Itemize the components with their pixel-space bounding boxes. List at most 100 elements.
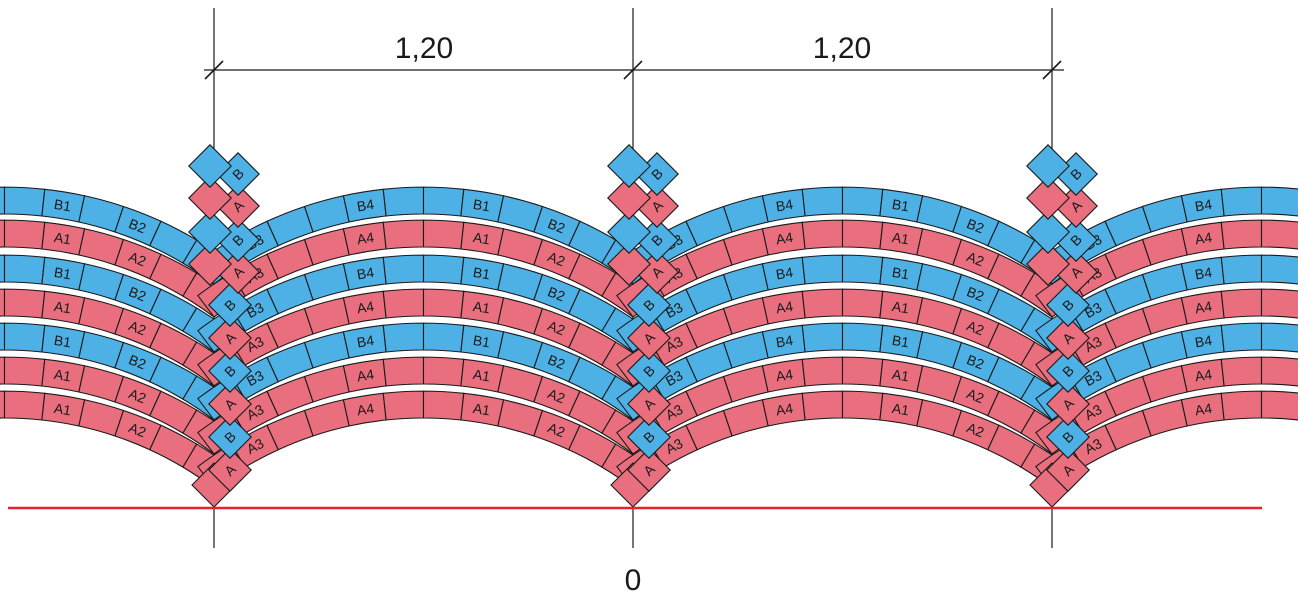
red-block-label: A4 (1194, 400, 1214, 419)
red-block-label: A4 (775, 229, 795, 248)
red-paving-block (303, 365, 350, 403)
red-block-label: A4 (1194, 298, 1214, 317)
red-block-label: A1 (53, 229, 73, 248)
red-block-label: A4 (356, 366, 376, 385)
red-paving-block (1220, 219, 1263, 250)
red-cap-block (607, 176, 651, 220)
blue-center-block (208, 349, 252, 393)
blue-paving-block (422, 254, 465, 285)
red-center-block (627, 316, 671, 360)
red-paving-block (801, 390, 844, 421)
red-block-label: A1 (891, 298, 911, 317)
blue-paving-block (1260, 254, 1298, 285)
blue-block-label: B2 (965, 351, 987, 372)
blue-center-block (208, 283, 252, 327)
blue-block-label: B1 (891, 196, 911, 215)
blue-block-label: B2 (546, 351, 568, 372)
red-block-label: A4 (1194, 366, 1214, 385)
red-block-label: A3 (244, 435, 267, 457)
red-block-label: A2 (965, 385, 987, 406)
dimension-tick-left (204, 60, 224, 80)
blue-block-label: B2 (546, 215, 568, 236)
blue-block-label: B1 (53, 196, 73, 215)
red-block-label: A3 (1082, 401, 1105, 423)
blue-paving-block (0, 186, 6, 215)
blue-paving-block (1220, 254, 1263, 285)
red-block-label: A1 (53, 400, 73, 419)
red-block-label: A2 (546, 248, 568, 269)
zero-label: 0 (625, 564, 642, 596)
blue-cap-block (188, 144, 232, 188)
red-center-block (1046, 382, 1090, 426)
red-block-label: A4 (356, 229, 376, 248)
blue-center-block (627, 283, 671, 327)
red-paving-block (0, 390, 6, 419)
red-center-block (627, 448, 671, 492)
red-paving-block (382, 219, 425, 250)
red-paving-block (1220, 288, 1263, 319)
blue-center-block (208, 415, 252, 459)
red-paving-block (422, 356, 465, 387)
red-paving-block (1260, 356, 1298, 387)
red-paving-block (303, 297, 350, 335)
blue-paving-block (841, 254, 884, 285)
red-center-block (1046, 448, 1090, 492)
red-paving-block (801, 356, 844, 387)
red-block-label: A4 (775, 366, 795, 385)
red-paving-block (1260, 288, 1298, 319)
red-paving-block (3, 219, 46, 250)
blue-block-label: B2 (965, 215, 987, 236)
blue-paving-block (303, 195, 350, 233)
red-paving-block (0, 288, 6, 317)
red-paving-block (0, 356, 6, 385)
dimension-tick-right (1042, 60, 1062, 80)
blue-block-label: B2 (127, 351, 149, 372)
blue-block-label: B1 (53, 332, 73, 351)
blue-block-label: B4 (356, 196, 376, 215)
blue-block-label: B1 (891, 332, 911, 351)
red-paving-block (1141, 297, 1188, 335)
blue-paving-block (382, 254, 425, 285)
blue-paving-block (1220, 186, 1263, 217)
red-block-label: A2 (546, 385, 568, 406)
blue-paving-block (3, 186, 46, 217)
red-paving-block (3, 288, 46, 319)
red-paving-block (422, 288, 465, 319)
blue-paving-block (422, 186, 465, 217)
red-paving-block (382, 288, 425, 319)
red-block-label: A1 (472, 229, 492, 248)
red-paving-block (1141, 228, 1188, 266)
blue-paving-block (1141, 195, 1188, 233)
red-block-label: A4 (775, 298, 795, 317)
red-paving-block (303, 228, 350, 266)
red-paving-block (382, 356, 425, 387)
red-block-label: A2 (127, 248, 149, 269)
blue-cap-block (607, 144, 651, 188)
red-center-block (208, 382, 252, 426)
blue-paving-block (1260, 322, 1298, 353)
red-block-label: A1 (891, 400, 911, 419)
blue-paving-block (722, 195, 769, 233)
blue-paving-block (722, 263, 769, 301)
red-paving-block (722, 228, 769, 266)
blue-center-block (1046, 283, 1090, 327)
red-center-block (208, 448, 252, 492)
red-block-label: A1 (472, 298, 492, 317)
red-block-label: A3 (244, 401, 267, 423)
blue-block-label: B4 (775, 264, 795, 283)
red-block-label: A2 (546, 317, 568, 338)
red-paving-block (422, 219, 465, 250)
red-block-label: A2 (965, 317, 987, 338)
blue-paving-block (841, 322, 884, 353)
blue-cap-block (188, 210, 232, 254)
blue-paving-block (303, 331, 350, 369)
red-paving-block (382, 390, 425, 421)
blue-block-label: B4 (1194, 332, 1214, 351)
blue-block-label: B1 (472, 196, 492, 215)
red-paving-block (1141, 365, 1188, 403)
blue-block-label: B4 (1194, 264, 1214, 283)
blue-paving-block (1141, 331, 1188, 369)
blue-block-label: B1 (472, 264, 492, 283)
red-block-label: A1 (53, 298, 73, 317)
